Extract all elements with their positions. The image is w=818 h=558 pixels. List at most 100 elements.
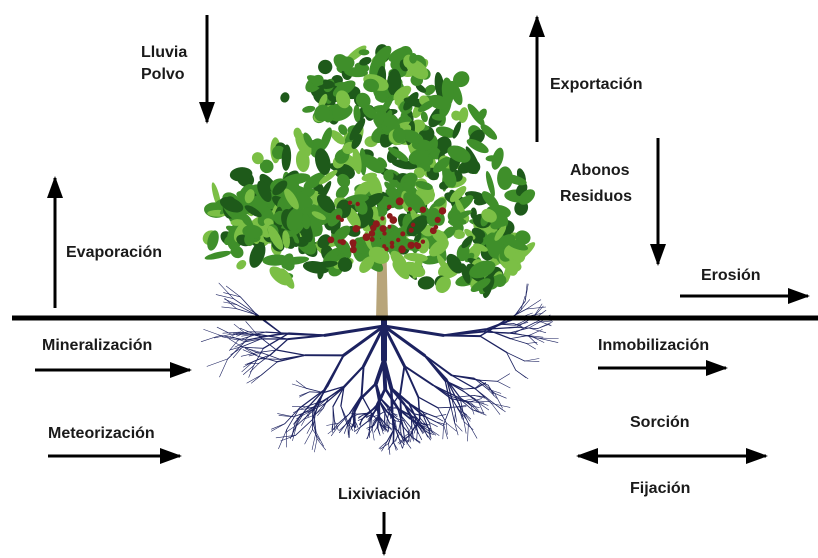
coffee-berry (400, 231, 405, 236)
root-segment (510, 335, 529, 338)
polvo-label: Polvo (141, 64, 185, 86)
root-segment (507, 352, 516, 370)
coffee-berry (411, 223, 415, 227)
coffee-berry (350, 246, 357, 253)
root-segment (314, 439, 317, 452)
root-segment (435, 417, 443, 421)
coffee-berry (396, 197, 404, 205)
coffee-berry (439, 207, 446, 214)
root-segment (222, 307, 237, 309)
exportacion-label: Exportación (550, 74, 642, 96)
coffee-berry (384, 247, 388, 251)
coffee-berry (421, 240, 425, 244)
root-segment (455, 413, 456, 422)
coffee-berry (409, 228, 414, 233)
coffee-berry (435, 217, 441, 223)
root-segment (292, 384, 306, 388)
root-segment (390, 442, 394, 448)
root-segment (234, 324, 245, 333)
root-segment (538, 324, 551, 329)
coffee-berry (370, 237, 375, 242)
root-segment (495, 393, 507, 398)
erosion-label: Erosión (701, 265, 761, 287)
root-segment (468, 423, 469, 441)
coffee-berry (363, 233, 371, 241)
mineralizacion-label: Mineralización (42, 335, 152, 357)
root-segment (341, 406, 345, 419)
coffee-berry (336, 215, 341, 220)
root-segment (463, 388, 475, 389)
root-segment (497, 374, 509, 382)
leaf (417, 276, 435, 290)
root-segment (480, 336, 507, 352)
root-segment (510, 339, 526, 344)
root-segment (289, 333, 325, 335)
root-segment (277, 355, 305, 362)
abonos-label: Abonos (570, 160, 630, 182)
coffee-berry (396, 238, 400, 242)
residuos-label: Residuos (560, 186, 632, 208)
root-segment (529, 330, 542, 336)
coffee-berry (382, 231, 386, 235)
root-segment (443, 425, 444, 440)
root-segment (251, 375, 261, 383)
coffee-berry (430, 227, 437, 234)
root-segment (433, 385, 458, 397)
root-segment (362, 395, 372, 413)
root-segment (296, 381, 306, 389)
coffee-berry (356, 202, 360, 206)
root-segment (507, 352, 525, 361)
leaf (470, 208, 477, 220)
root-segment (362, 384, 376, 398)
tree-foliage (200, 43, 538, 300)
root-segment (271, 424, 285, 432)
root-segment (271, 339, 288, 355)
leaf (302, 105, 316, 114)
root-segment (483, 322, 507, 332)
root-segment (438, 407, 454, 408)
root-segment (455, 413, 456, 422)
meteorizacion-label: Meteorización (48, 423, 155, 445)
coffee-berry (390, 244, 394, 248)
leaf (279, 91, 291, 104)
evaporacion-label: Evaporación (66, 242, 162, 264)
coffee-berry (380, 225, 387, 232)
fijacion-label: Fijación (630, 478, 690, 500)
leaf (507, 260, 518, 276)
inmobilizacion-label: Inmobilización (598, 335, 709, 357)
leaf (497, 166, 513, 190)
coffee-berry (387, 225, 391, 229)
root-segment (261, 359, 281, 360)
root-segment (339, 424, 346, 430)
root-segment (516, 370, 528, 378)
coffee-berry (387, 205, 392, 210)
root-segment (400, 366, 404, 393)
root-segment (307, 423, 313, 434)
lluvia-label: Lluvia (141, 42, 187, 64)
root-segment (527, 344, 536, 350)
root-segment (372, 429, 374, 441)
root-segment (486, 329, 511, 338)
root-segment (444, 406, 451, 424)
coffee-berry (370, 225, 376, 231)
root-segment (353, 395, 362, 411)
root-segment (374, 427, 377, 432)
coffee-berry (380, 216, 384, 220)
root-segment (357, 427, 361, 434)
root-segment (430, 429, 440, 435)
root-segment (417, 431, 418, 441)
root-segment (525, 359, 540, 362)
coffee-berry (420, 207, 426, 213)
coffee-berry (408, 242, 415, 249)
root-segment (468, 423, 477, 438)
root-segment (418, 397, 419, 420)
root-segment (497, 381, 510, 388)
coffee-berry (338, 239, 342, 243)
coffee-berry (408, 207, 412, 211)
root-segment (224, 302, 237, 305)
coffee-berry (414, 242, 418, 246)
root-segment (408, 429, 409, 440)
root-segment (201, 335, 220, 341)
root-segment (418, 397, 438, 408)
